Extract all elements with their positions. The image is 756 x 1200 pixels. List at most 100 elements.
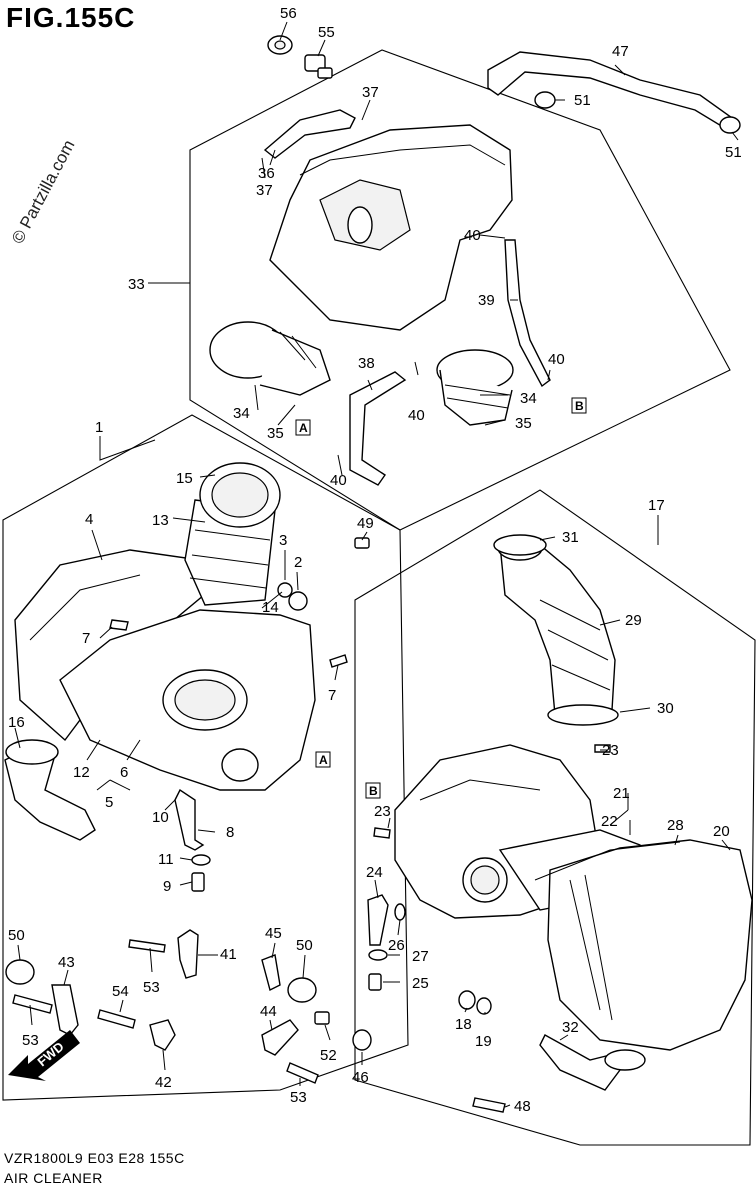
cushion-2 bbox=[288, 591, 308, 611]
callout-34: 34 bbox=[233, 405, 250, 422]
collar-46 bbox=[352, 1029, 372, 1051]
cushion-50-left bbox=[5, 959, 35, 985]
callout-46: 46 bbox=[352, 1069, 369, 1086]
figure-title: FIG.155C bbox=[6, 2, 136, 33]
duct-16 bbox=[4, 739, 96, 841]
callout-56: 56 bbox=[280, 5, 297, 22]
hose-39 bbox=[504, 239, 551, 388]
callout-41: 41 bbox=[220, 946, 237, 963]
callout-28: 28 bbox=[667, 817, 684, 834]
callout-51: 51 bbox=[725, 144, 742, 161]
callout-53: 53 bbox=[143, 979, 160, 996]
cover-20 bbox=[547, 839, 753, 1051]
hose-38 bbox=[349, 371, 407, 486]
bolt-48 bbox=[472, 1097, 506, 1113]
air-cleaner-case-body bbox=[59, 609, 316, 791]
assembly-box-17 bbox=[354, 489, 756, 1146]
callout-40: 40 bbox=[548, 351, 565, 368]
hose-24 bbox=[367, 894, 389, 946]
hose-36 bbox=[263, 109, 356, 159]
connection-ref-b-upper: B bbox=[571, 397, 587, 414]
svg-text:B: B bbox=[369, 784, 378, 798]
clip-27 bbox=[368, 949, 388, 961]
svg-text:A: A bbox=[299, 421, 308, 435]
callout-34: 34 bbox=[520, 390, 537, 407]
hose-47 bbox=[487, 51, 736, 131]
callout-25: 25 bbox=[412, 975, 429, 992]
callout-10: 10 bbox=[152, 809, 169, 826]
connection-ref-b-lower: B bbox=[365, 782, 381, 799]
callout-12: 12 bbox=[73, 764, 90, 781]
assembly-box-33 bbox=[189, 49, 731, 531]
clamp-30 bbox=[547, 704, 619, 726]
callout-39: 39 bbox=[478, 292, 495, 309]
callout-44: 44 bbox=[260, 1003, 277, 1020]
leader-lines bbox=[14, 21, 739, 1108]
drain-hose-8 bbox=[174, 788, 205, 851]
callout-40: 40 bbox=[464, 227, 481, 244]
callout-49: 49 bbox=[357, 515, 374, 532]
callout-53: 53 bbox=[22, 1032, 39, 1049]
clamp-42 bbox=[149, 1019, 176, 1051]
clamp-51-right bbox=[719, 116, 741, 134]
callout-7: 7 bbox=[328, 687, 336, 704]
cushion-18 bbox=[458, 990, 476, 1010]
callout-2: 2 bbox=[294, 554, 302, 571]
callout-6: 6 bbox=[120, 764, 128, 781]
svg-text:A: A bbox=[319, 753, 328, 767]
callout-55: 55 bbox=[318, 24, 335, 41]
callout-13: 13 bbox=[152, 512, 169, 529]
collar-3 bbox=[277, 582, 293, 598]
callout-50: 50 bbox=[296, 937, 313, 954]
svg-text:B: B bbox=[575, 399, 584, 413]
connection-ref-a-lower: A bbox=[315, 751, 331, 768]
collar-19 bbox=[476, 997, 492, 1015]
callout-24: 24 bbox=[366, 864, 383, 881]
seal-28 bbox=[534, 841, 681, 881]
clip-11 bbox=[191, 854, 211, 866]
callout-35: 35 bbox=[515, 415, 532, 432]
callout-26: 26 bbox=[388, 937, 405, 954]
bolt-49 bbox=[354, 537, 370, 549]
breather-valve-55 bbox=[304, 54, 333, 79]
callout-37: 37 bbox=[362, 84, 379, 101]
duct-32 bbox=[539, 1034, 646, 1091]
callout-23: 23 bbox=[374, 803, 391, 820]
assembly-box-1 bbox=[2, 414, 409, 1101]
callout-54: 54 bbox=[112, 983, 129, 1000]
intake-funnel-34-left bbox=[209, 321, 331, 396]
callout-36: 36 bbox=[258, 165, 275, 182]
callout-42: 42 bbox=[155, 1074, 172, 1091]
callout-52: 52 bbox=[320, 1047, 337, 1064]
callout-29: 29 bbox=[625, 612, 642, 629]
callout-23: 23 bbox=[602, 742, 619, 759]
callout-5: 5 bbox=[105, 794, 113, 811]
screw-23-left bbox=[373, 827, 391, 839]
clamp-51-upper bbox=[534, 91, 556, 109]
callout-15: 15 bbox=[176, 470, 193, 487]
screw-7-right bbox=[329, 654, 348, 668]
bolt-54 bbox=[97, 1009, 136, 1029]
callout-53: 53 bbox=[290, 1089, 307, 1106]
callout-17: 17 bbox=[648, 497, 665, 514]
callout-47: 47 bbox=[612, 43, 629, 60]
intake-funnel-34-right bbox=[436, 349, 514, 426]
callout-50: 50 bbox=[8, 927, 25, 944]
fwd-direction-arrow: FWD bbox=[8, 1030, 80, 1081]
callout-51: 51 bbox=[574, 92, 591, 109]
callout-21: 21 bbox=[613, 785, 630, 802]
clamp-26 bbox=[394, 903, 406, 921]
grommet-56 bbox=[267, 35, 293, 55]
intake-duct-29 bbox=[497, 535, 616, 716]
callout-4: 4 bbox=[85, 511, 93, 528]
callout-16: 16 bbox=[8, 714, 25, 731]
callout-30: 30 bbox=[657, 700, 674, 717]
bolt-52 bbox=[314, 1011, 330, 1025]
callout-31: 31 bbox=[562, 529, 579, 546]
callout-19: 19 bbox=[475, 1033, 492, 1050]
callout-43: 43 bbox=[58, 954, 75, 971]
callout-35: 35 bbox=[267, 425, 284, 442]
callout-18: 18 bbox=[455, 1016, 472, 1033]
callout-14: 14 bbox=[262, 599, 279, 616]
